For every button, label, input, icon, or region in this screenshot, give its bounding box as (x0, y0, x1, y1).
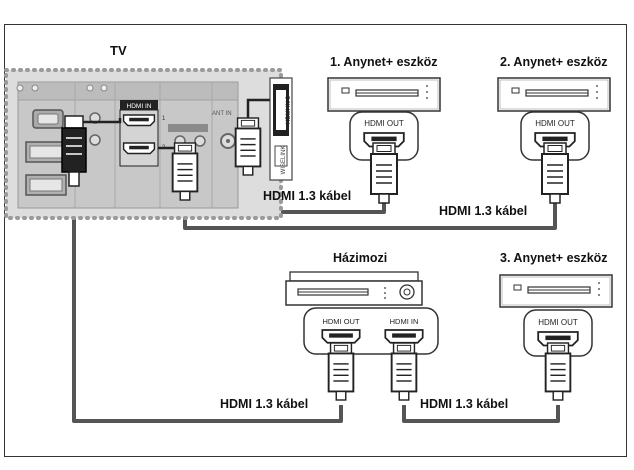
anynet2-label: 2. Anynet+ eszköz (500, 55, 608, 69)
home-theater-in-plug (390, 342, 418, 401)
usb-port (274, 145, 288, 167)
wiselink-label: WISELINK (281, 146, 287, 175)
anynet1-port-label: HDMI OUT (364, 119, 404, 128)
anynet1-label: 1. Anynet+ eszköz (330, 55, 438, 69)
cable-label-4: HDMI 1.3 kábel (420, 397, 508, 411)
tv-hdmi1-plug (61, 115, 122, 187)
home-theater-out-plug (327, 342, 355, 401)
cable-hometheater-to-anynet3 (402, 405, 560, 423)
cable-label-1: HDMI 1.3 kábel (263, 189, 351, 203)
anynet1-device: 1. Anynet+ eszköz HDMI OUT (327, 55, 441, 204)
anynet2-device: 2. Anynet+ eszköz HDMI OUT (497, 55, 611, 204)
ant-in-label: ANT IN (212, 111, 232, 117)
home-theater-label: Házimozi (333, 251, 387, 265)
cable-label-2: HDMI 1.3 kábel (439, 204, 527, 218)
home-theater-in-socket (384, 329, 424, 344)
home-theater-out-label: HDMI OUT (322, 317, 359, 326)
home-theater-out-socket (321, 329, 361, 344)
home-theater-device: Házimozi HDMI OUT HDMI IN (285, 251, 439, 401)
anynet3-device: 3. Anynet+ eszköz HDMI OUT (499, 251, 613, 401)
home-theater-in-label: HDMI IN (390, 317, 419, 326)
hdmi-in-header (120, 100, 158, 110)
anynet2-port-label: HDMI OUT (535, 119, 575, 128)
anynet3-port-label: HDMI OUT (538, 318, 578, 327)
tv-hdmi3-plug (234, 98, 270, 176)
cable-tv-to-hometheater (72, 186, 343, 423)
hdmi-in-label: HDMI IN (127, 103, 152, 110)
hdmi-in-1-socket (122, 114, 156, 127)
anynet2-plug (541, 142, 569, 204)
cable-label-3: HDMI 1.3 kábel (220, 397, 308, 411)
tv-side-panel: HDMI IN 3 WISELINK (269, 77, 293, 181)
svg-text:1: 1 (162, 116, 166, 122)
tv-hdmi2-plug (158, 142, 199, 201)
tv-label: TV (110, 43, 127, 58)
hdmi3-label: HDMI IN 3 (286, 95, 292, 124)
anynet1-plug (370, 142, 398, 204)
hdmi-in-2-socket (122, 142, 156, 155)
anynet3-plug (544, 342, 572, 401)
anynet3-label: 3. Anynet+ eszköz (500, 251, 608, 265)
